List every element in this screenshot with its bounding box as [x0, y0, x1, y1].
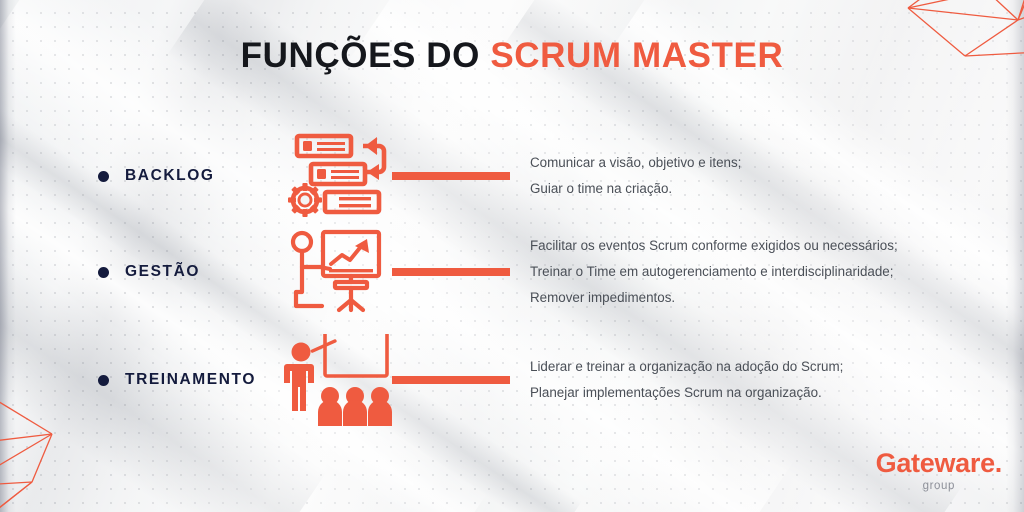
brand-logo-tagline: group	[922, 480, 956, 492]
row-backlog: BACKLOG	[0, 126, 1024, 226]
desc-line: Guiar o time na criação.	[530, 181, 673, 196]
bullet-icon	[98, 170, 109, 182]
row-gestao-label-group: GESTÃO	[98, 263, 200, 281]
desc-line: Planejar implementações Scrum na organiz…	[530, 385, 822, 400]
presenter-flipchart-icon	[283, 228, 391, 316]
brand-logo: Gateware. group	[875, 448, 1003, 493]
row-treinamento-description: Liderar e treinar a organização na adoçã…	[530, 354, 843, 406]
row-backlog-label: BACKLOG	[125, 167, 215, 184]
title-lead: FUNÇÕES DO	[240, 36, 491, 75]
row-treinamento: TREINAMENTO	[0, 330, 1024, 430]
desc-line: Facilitar os eventos Scrum conforme exig…	[530, 238, 898, 253]
row-treinamento-label-group: TREINAMENTO	[98, 371, 256, 389]
row-gestao: GESTÃO	[0, 222, 1024, 322]
bullet-icon	[98, 266, 109, 278]
trainer-audience-board-icon	[283, 330, 395, 426]
brand-logo-name: Gateware.	[875, 448, 1003, 478]
desc-line: Remover impedimentos.	[530, 290, 676, 305]
desc-line: Liderar e treinar a organização na adoçã…	[530, 359, 844, 374]
title-accent: SCRUM MASTER	[490, 36, 784, 75]
connector-bar-treinamento	[392, 376, 510, 384]
desc-line: Comunicar a visão, objetivo e itens;	[530, 155, 742, 170]
desc-line: Treinar o Time em autogerenciamento e in…	[530, 264, 894, 279]
row-treinamento-label: TREINAMENTO	[125, 371, 256, 388]
backlog-list-gear-icon	[283, 132, 391, 220]
connector-bar-backlog	[392, 172, 510, 180]
row-gestao-label: GESTÃO	[125, 263, 201, 280]
row-backlog-description: Comunicar a visão, objetivo e itens; Gui…	[530, 150, 741, 202]
row-backlog-label-group: BACKLOG	[98, 167, 215, 185]
bullet-icon	[98, 374, 109, 386]
row-gestao-description: Facilitar os eventos Scrum conforme exig…	[530, 233, 898, 311]
connector-bar-gestao	[392, 268, 510, 276]
page-title: FUNÇÕES DO SCRUM MASTER	[0, 36, 1024, 76]
